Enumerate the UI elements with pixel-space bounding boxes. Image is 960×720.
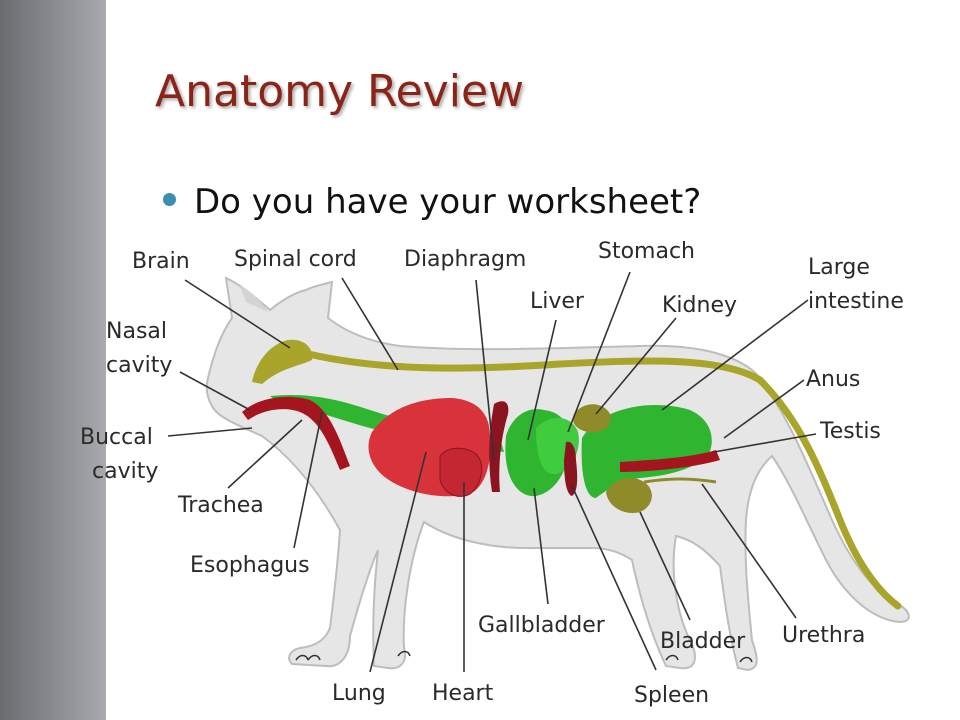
label-liver: Liver bbox=[530, 289, 585, 314]
line-anus bbox=[723, 379, 805, 439]
label-heart: Heart bbox=[432, 681, 494, 706]
line-trachea bbox=[227, 419, 303, 489]
line-spleen bbox=[571, 485, 657, 671]
kidney-organ bbox=[572, 404, 611, 433]
diagram-labels: Brain Spinal cord Diaphragm Stomach Larg… bbox=[80, 239, 904, 708]
label-buccal-cavity-2: cavity bbox=[92, 459, 158, 484]
urethra-organ bbox=[643, 477, 717, 484]
label-spleen: Spleen bbox=[634, 683, 709, 708]
line-urethra bbox=[701, 483, 797, 619]
label-diaphragm: Diaphragm bbox=[404, 247, 526, 272]
brain-organ bbox=[252, 339, 313, 384]
line-liver bbox=[527, 319, 557, 441]
line-testis bbox=[713, 433, 817, 453]
heart-organ bbox=[439, 447, 483, 497]
leader-lines bbox=[167, 271, 817, 673]
cat-ear-inner bbox=[240, 286, 268, 312]
intestines-organ bbox=[581, 405, 712, 498]
label-kidney: Kidney bbox=[662, 293, 737, 318]
label-urethra: Urethra bbox=[782, 623, 865, 648]
line-lung bbox=[369, 451, 427, 673]
bullet-text: Do you have your worksheet? bbox=[194, 182, 702, 222]
label-trachea: Trachea bbox=[177, 493, 264, 518]
bladder-organ bbox=[606, 477, 652, 514]
sidebar-accent bbox=[0, 0, 106, 720]
line-esophagus bbox=[293, 411, 323, 549]
slide-title: Anatomy Review bbox=[155, 66, 524, 117]
line-diaphragm bbox=[475, 279, 495, 461]
label-nasal-cavity-2: cavity bbox=[106, 353, 172, 378]
label-brain: Brain bbox=[132, 249, 190, 274]
label-testis: Testis bbox=[819, 419, 881, 444]
line-stomach bbox=[567, 271, 631, 433]
label-large-intestine-2: intestine bbox=[808, 289, 904, 314]
line-gallbladder bbox=[533, 487, 549, 605]
label-bladder: Bladder bbox=[660, 629, 746, 654]
label-nasal-cavity-1: Nasal bbox=[106, 319, 167, 344]
bullet-item: Do you have your worksheet? bbox=[163, 182, 701, 222]
diaphragm-organ bbox=[489, 401, 509, 492]
label-buccal-cavity-1: Buccal bbox=[80, 425, 153, 450]
trachea-organ bbox=[242, 396, 350, 470]
label-esophagus: Esophagus bbox=[190, 553, 310, 578]
spleen-organ bbox=[564, 441, 578, 496]
spinal-cord bbox=[296, 348, 902, 610]
line-nasal-cavity bbox=[179, 371, 251, 411]
label-stomach: Stomach bbox=[598, 239, 695, 264]
bullet-dot bbox=[163, 193, 176, 206]
label-anus: Anus bbox=[806, 367, 860, 392]
line-brain bbox=[184, 279, 291, 349]
label-large-intestine-1: Large bbox=[808, 255, 870, 280]
line-spinal-cord bbox=[341, 277, 399, 371]
label-gallbladder: Gallbladder bbox=[478, 613, 606, 638]
testis-organ bbox=[620, 450, 720, 472]
label-spinal-cord: Spinal cord bbox=[234, 247, 357, 272]
line-bladder bbox=[639, 511, 691, 621]
label-lung: Lung bbox=[332, 681, 386, 706]
line-large-intestine bbox=[661, 299, 809, 411]
line-kidney bbox=[595, 317, 677, 415]
paw-marks bbox=[295, 650, 753, 663]
line-buccal-cavity bbox=[167, 427, 253, 437]
organs bbox=[242, 339, 902, 610]
